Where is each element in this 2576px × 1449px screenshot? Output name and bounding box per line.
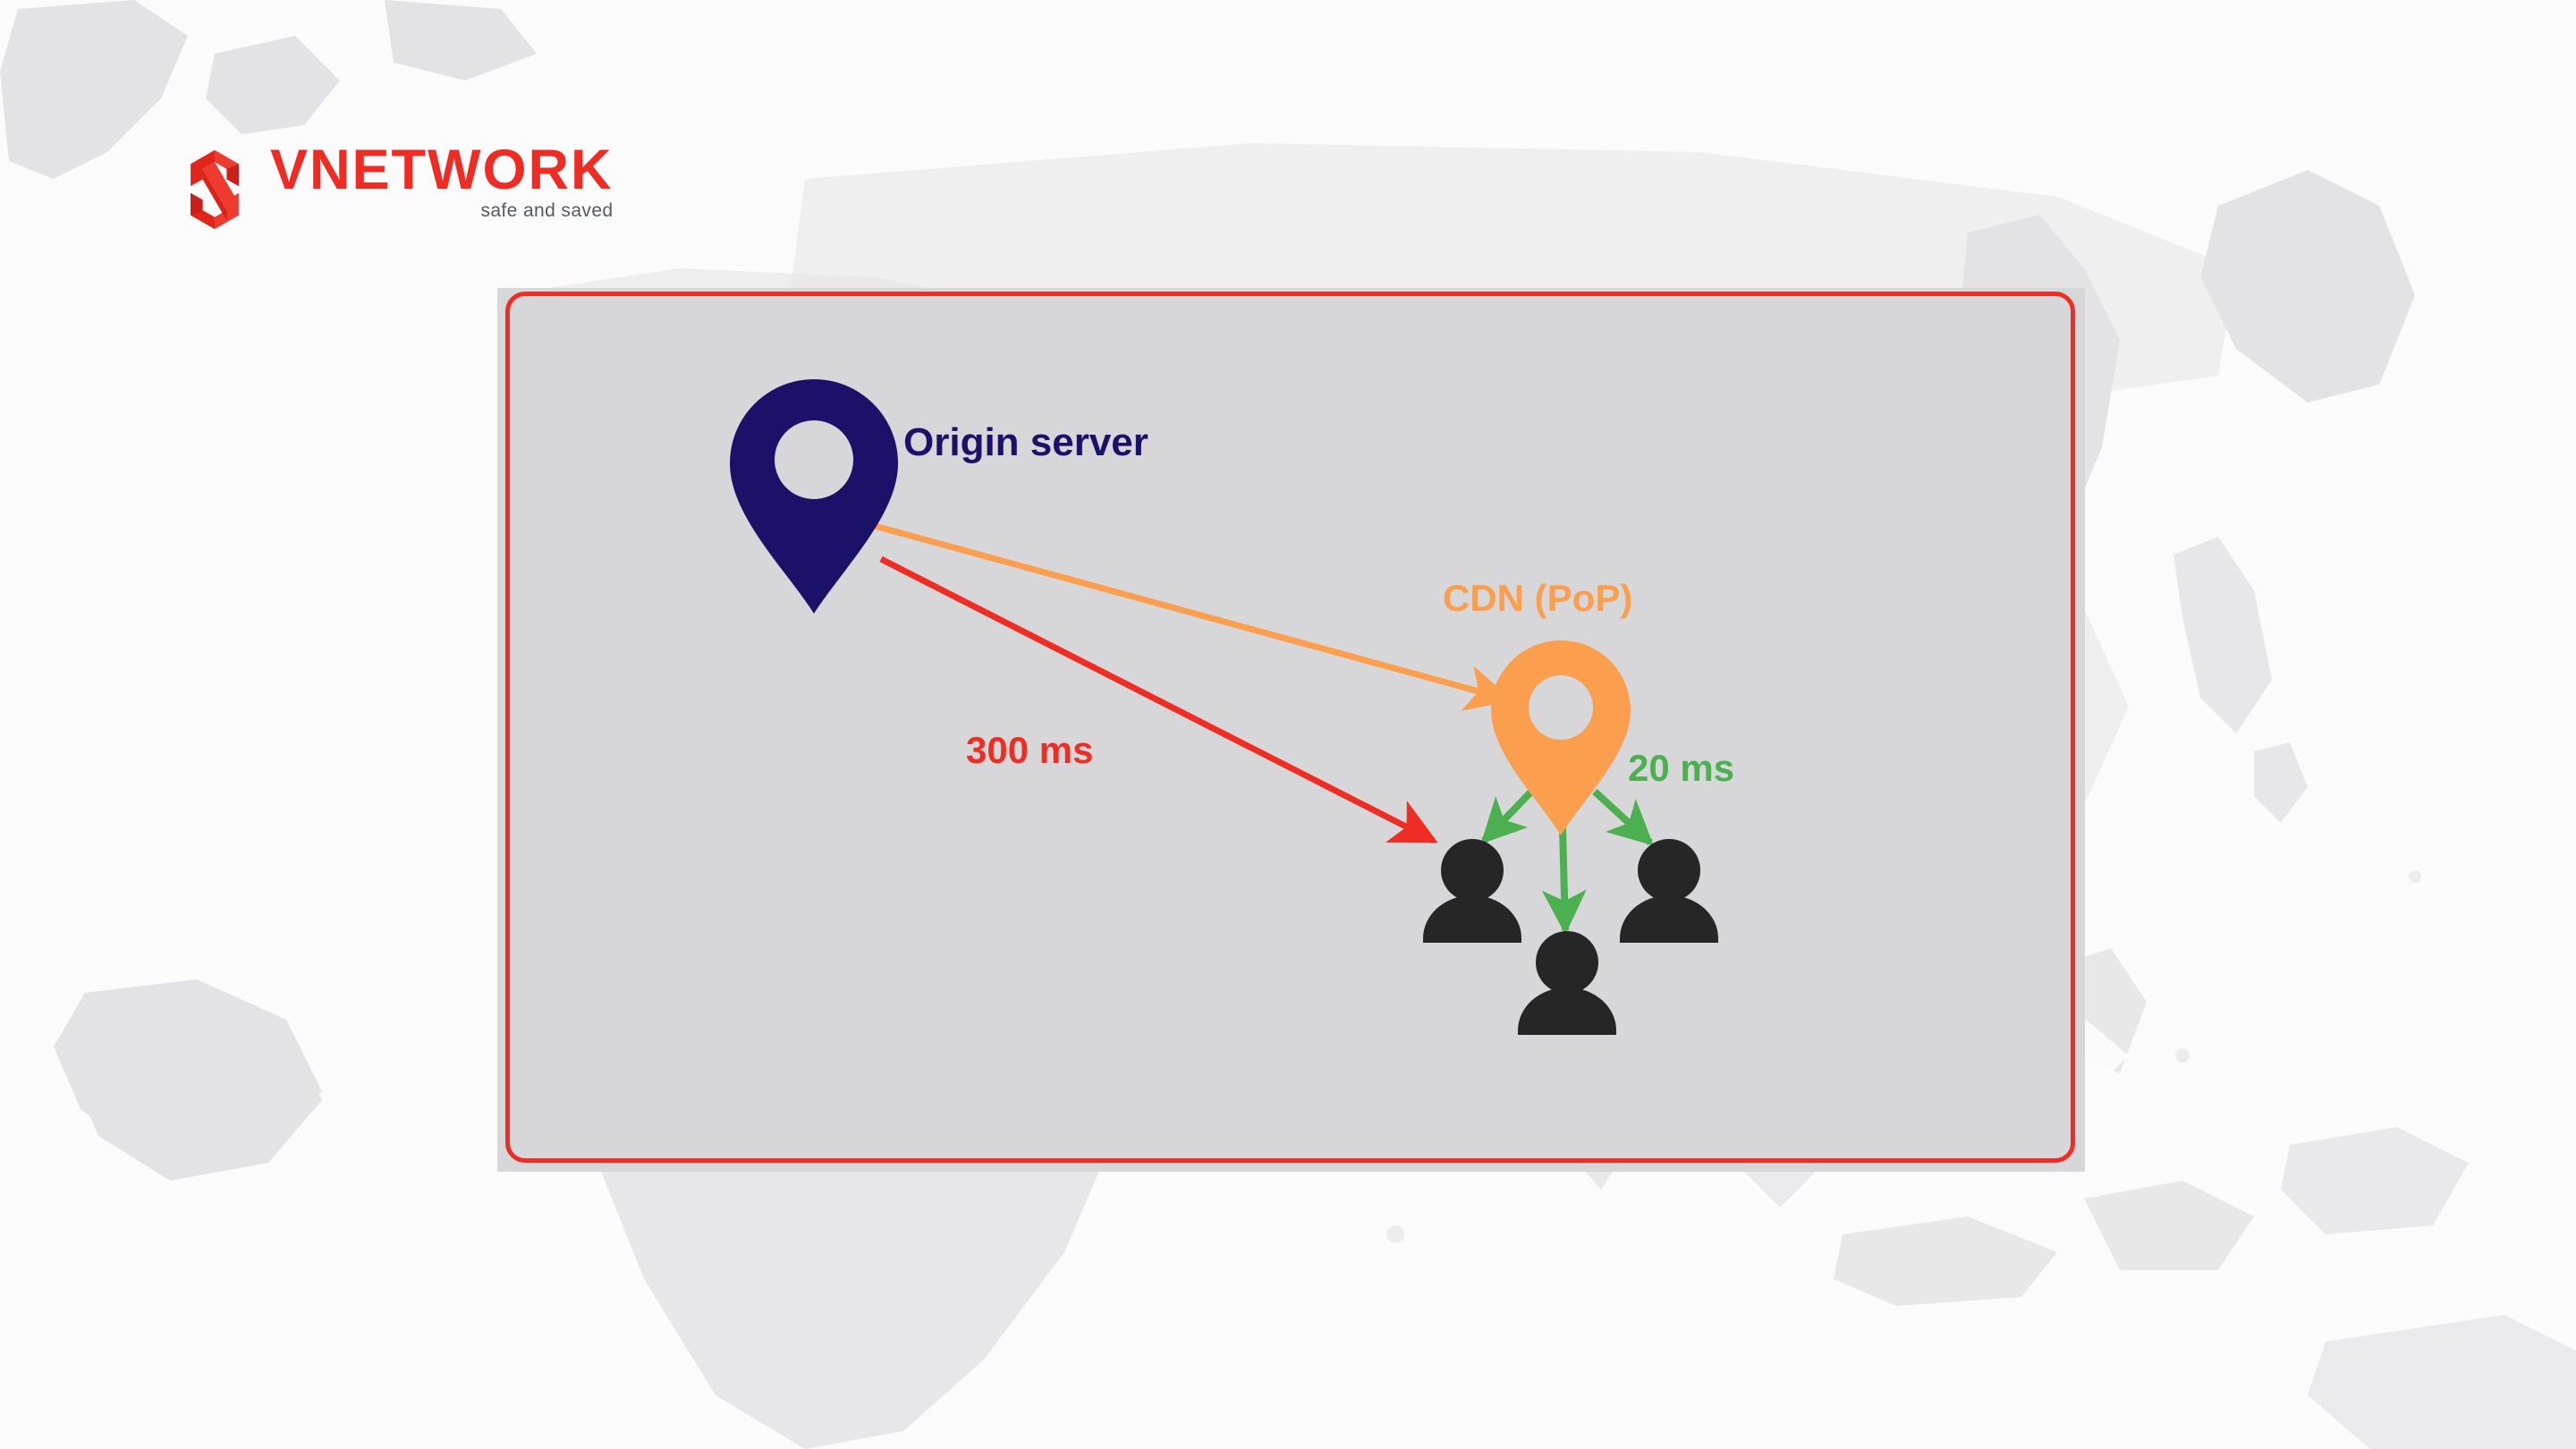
cdn-pop-label: CDN (PoP) xyxy=(1443,577,1633,619)
logo-tagline: safe and saved xyxy=(480,200,614,222)
user-icon-left[interactable] xyxy=(1423,839,1521,943)
origin-server-pin-icon[interactable] xyxy=(730,379,898,614)
logo-text-block: VNETWORK safe and saved xyxy=(270,141,613,222)
origin-server-label: Origin server xyxy=(903,420,1148,464)
logo-wordmark: VNETWORK xyxy=(270,139,614,201)
edge-cdn-to-user-right xyxy=(1592,789,1654,846)
edge-origin-to-user-direct xyxy=(879,555,1438,844)
edge-cdn-to-user-left xyxy=(1480,789,1534,844)
latency-direct-label: 300 ms xyxy=(966,729,1094,771)
user-icon-right[interactable] xyxy=(1620,839,1718,943)
vnetwork-logo-mark-icon xyxy=(191,149,239,230)
cdn-pop-pin-icon[interactable] xyxy=(1491,640,1631,835)
edge-origin-to-cdn xyxy=(874,522,1513,711)
highlight-region-border xyxy=(505,292,2075,1163)
latency-cdn-label: 20 ms xyxy=(1628,747,1735,789)
user-icon-center[interactable] xyxy=(1518,931,1616,1035)
vnetwork-logo[interactable]: VNETWORK safe and saved xyxy=(172,141,613,233)
